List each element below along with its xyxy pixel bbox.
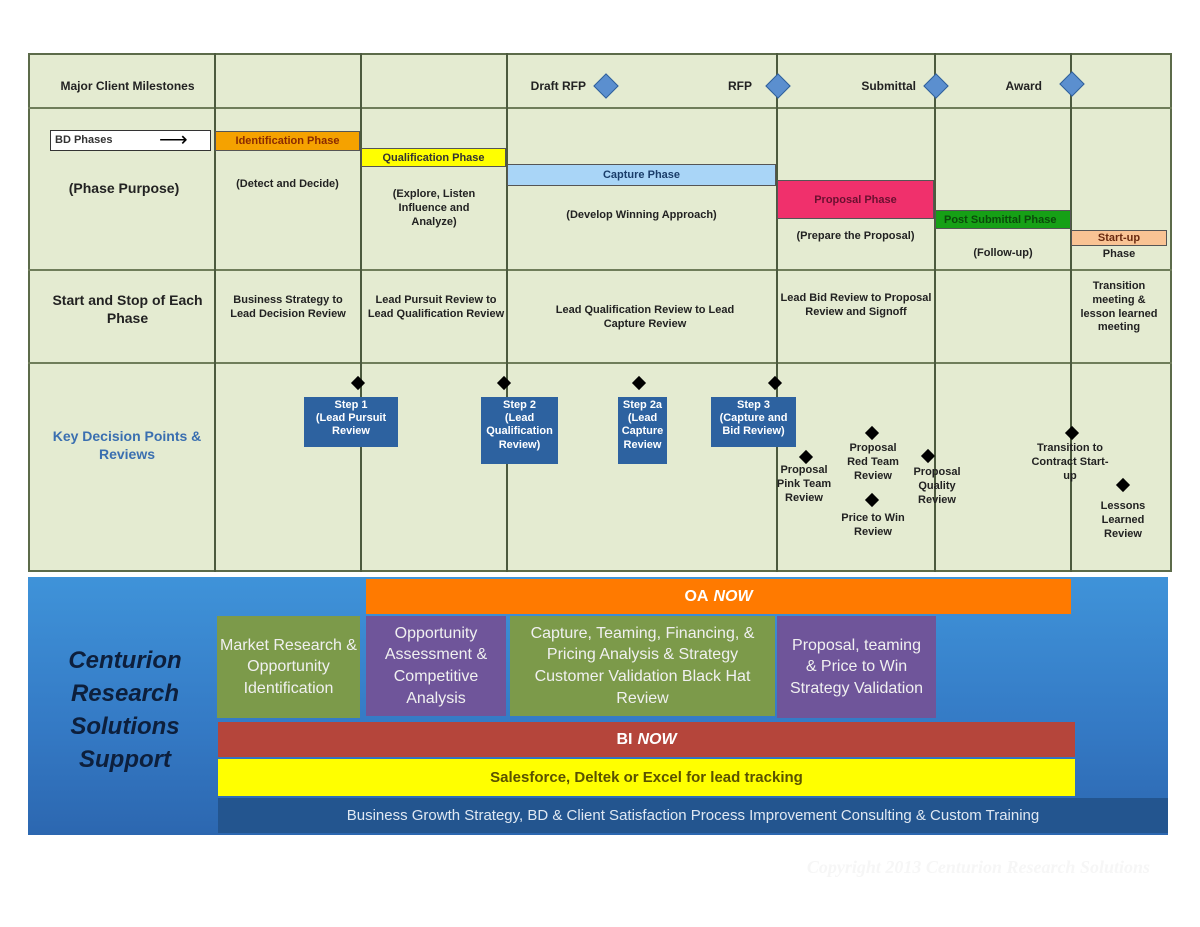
review-label: Transition to Contract Start-up [1031, 442, 1109, 482]
step-title: Step 2 [502, 399, 536, 411]
decision-points-row-label: Key Decision Points & Reviews [52, 428, 202, 462]
row-divider [28, 269, 1172, 271]
step-2a-box: Step 2a (Lead Capture Review [618, 397, 667, 464]
step-text: (Capture and Bid Review) [719, 412, 788, 438]
milestone-label: Draft RFP [530, 79, 586, 93]
review-label: Proposal Quality Review [913, 466, 961, 506]
consulting-bar: Business Growth Strategy, BD & Client Sa… [218, 798, 1168, 833]
bi-label: BI [616, 730, 633, 748]
start-stop-text: Lead Pursuit Review to Lead Qualificatio… [367, 294, 505, 320]
oa-now-label: NOW [713, 587, 753, 605]
phase-purpose-row-label: (Phase Purpose) [68, 180, 180, 196]
step-text: (Lead Capture Review [621, 412, 664, 451]
start-stop-text: Business Strategy to Lead Decision Revie… [230, 294, 346, 320]
phase-purpose: (Explore, Listen Influence and Analyze) [392, 188, 476, 228]
start-stop-text: Transition meeting & lesson learned meet… [1080, 280, 1158, 334]
start-stop-text: Lead Qualification Review to Lead Captur… [555, 304, 735, 330]
step-text: (Lead Qualification Review) [486, 412, 553, 451]
qualification-phase-bar: Qualification Phase [361, 148, 506, 167]
proposal-phase-bar: Proposal Phase [777, 180, 934, 219]
step-title: Step 2a [622, 399, 663, 411]
milestone-label: Submittal [861, 79, 916, 93]
start-stop-text: Lead Bid Review to Proposal Review and S… [780, 292, 932, 318]
bd-phases-box: BD Phases ⟶ [50, 129, 211, 151]
identification-phase-bar: Identification Phase [215, 131, 360, 151]
phase-purpose: (Develop Winning Approach) [566, 209, 717, 221]
startup-phase-bar: Start-up [1071, 230, 1167, 246]
capture-analysis-box: Capture, Teaming, Financing, & Pricing A… [510, 616, 775, 716]
step-title: Step 3 [736, 399, 770, 411]
step-2-box: Step 2 (Lead Qualification Review) [481, 397, 558, 464]
phase-purpose: (Detect and Decide) [236, 178, 339, 190]
row-divider [28, 107, 1172, 109]
post-submittal-phase-bar: Post Submittal Phase [935, 210, 1071, 229]
column-divider [214, 53, 216, 572]
milestone-label: Award [1005, 79, 1042, 93]
market-research-box: Market Research & Opportunity Identifica… [217, 616, 360, 718]
step-text: (Lead Pursuit Review [315, 412, 387, 438]
review-label: Proposal Pink Team Review [776, 464, 832, 504]
step-1-box: Step 1 (Lead Pursuit Review [304, 397, 398, 447]
review-label: Proposal Red Team Review [847, 442, 899, 482]
column-divider [360, 53, 362, 572]
lead-tracking-bar: Salesforce, Deltek or Excel for lead tra… [218, 759, 1075, 796]
phase-purpose: (Follow-up) [973, 247, 1033, 259]
arrow-right-icon: ⟶ [159, 129, 188, 151]
proposal-validation-box: Proposal, teaming & Price to Win Strateg… [777, 616, 936, 718]
step-title: Step 1 [334, 399, 368, 411]
phase-purpose: (Prepare the Proposal) [796, 230, 915, 242]
review-label: Price to Win Review [841, 512, 905, 538]
oa-label: OA [684, 587, 709, 605]
row-divider [28, 362, 1172, 364]
column-divider [1070, 53, 1072, 572]
step-3-box: Step 3 (Capture and Bid Review) [711, 397, 796, 447]
opportunity-assessment-box: Opportunity Assessment & Competitive Ana… [366, 616, 506, 716]
copyright-text: Copyright 2013 Centurion Research Soluti… [806, 857, 1150, 877]
start-stop-row-label: Start and Stop of Each Phase [52, 292, 203, 326]
bd-phases-label: BD Phases [55, 134, 113, 146]
support-title: Centurion Research Solutions Support [68, 647, 182, 773]
milestones-row-label: Major Client Milestones [60, 79, 195, 93]
bi-now-label: NOW [637, 730, 677, 748]
capture-phase-bar: Capture Phase [507, 164, 776, 186]
review-label: Lessons Learned Review [1100, 500, 1146, 540]
phase-purpose: Phase [1102, 248, 1136, 260]
column-divider [776, 53, 778, 572]
milestone-label: RFP [728, 79, 752, 93]
column-divider [934, 53, 936, 572]
column-divider [506, 53, 508, 572]
